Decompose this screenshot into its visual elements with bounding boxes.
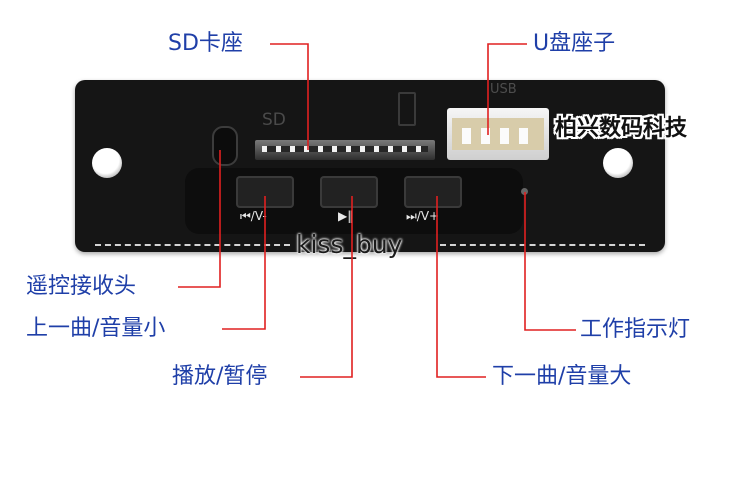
play-pause-button[interactable] bbox=[320, 176, 378, 208]
status-led bbox=[521, 188, 528, 195]
sd-marking: SD bbox=[262, 110, 286, 130]
brand-watermark: 柏兴数码科技 bbox=[555, 116, 688, 141]
callout-sd-slot: SD卡座 bbox=[168, 31, 243, 56]
usb-pin bbox=[481, 128, 490, 144]
callout-ir-receiver: 遥控接收头 bbox=[26, 274, 137, 299]
sd-slot-pins bbox=[262, 146, 428, 152]
right-mount-hole bbox=[603, 148, 633, 178]
prev-button-label: ⏮/V- bbox=[240, 209, 267, 223]
prev-button[interactable] bbox=[236, 176, 294, 208]
watermark-dash-left bbox=[95, 244, 290, 246]
play-pause-button-label: ▶‖ bbox=[338, 209, 354, 223]
usb-pin bbox=[519, 128, 528, 144]
ir-receiver bbox=[212, 126, 238, 166]
usb-marking: USB bbox=[490, 82, 517, 97]
embossed-mark bbox=[398, 92, 416, 126]
callout-prev-vol-down: 上一曲/音量小 bbox=[26, 316, 166, 341]
next-button[interactable] bbox=[404, 176, 462, 208]
left-mount-hole bbox=[92, 148, 122, 178]
usb-pin bbox=[462, 128, 471, 144]
shop-watermark: kiss_buy bbox=[296, 230, 403, 259]
callout-play-pause: 播放/暂停 bbox=[172, 364, 268, 389]
callout-next-vol-up: 下一曲/音量大 bbox=[492, 364, 632, 389]
callout-usb-port: U盘座子 bbox=[533, 31, 616, 56]
callout-status-led: 工作指示灯 bbox=[580, 317, 691, 342]
next-button-label: ⏭/V+ bbox=[406, 209, 440, 223]
watermark-dash-right bbox=[440, 244, 645, 246]
usb-pin bbox=[500, 128, 509, 144]
